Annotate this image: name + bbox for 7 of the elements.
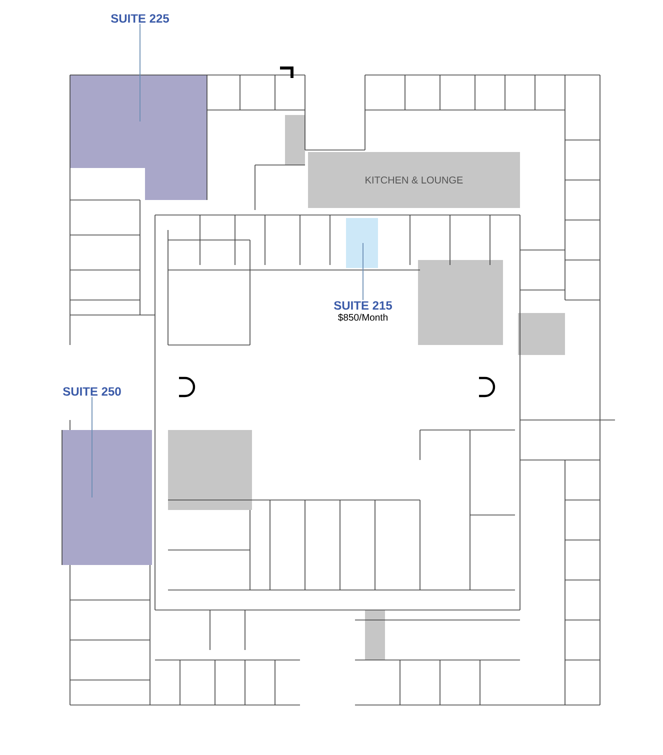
suite-label: SUITE 250 (62, 386, 122, 397)
kitchen-lounge-area: KITCHEN & LOUNGE (308, 152, 520, 208)
leader-line (362, 242, 364, 300)
suite-label: SUITE 215 $850/Month (332, 300, 394, 322)
suite-area (62, 430, 152, 565)
suite-label: SUITE 225 (110, 13, 170, 24)
suite-room (346, 218, 378, 268)
